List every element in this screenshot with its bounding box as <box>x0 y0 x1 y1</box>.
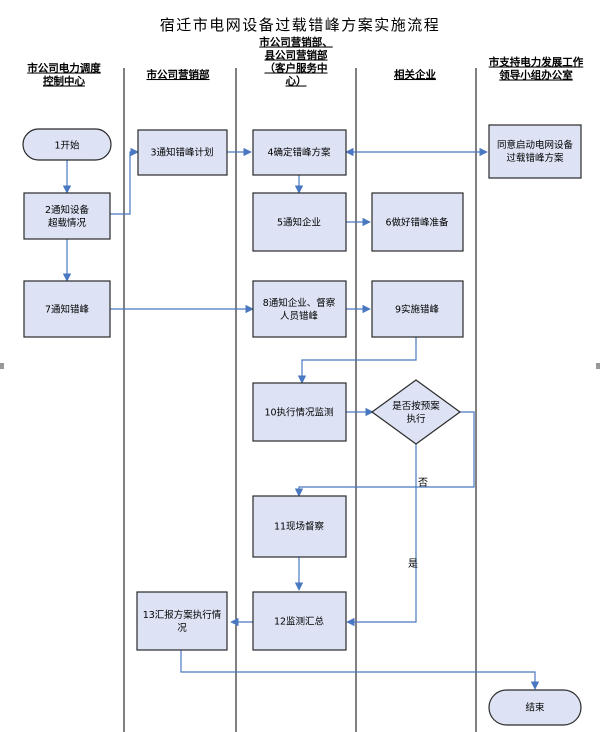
node-notify-enterprise <box>252 192 347 252</box>
edge-marker-left <box>0 363 4 369</box>
lane-header-line: 市公司营销部、 <box>259 36 333 49</box>
lane-header-line: 市公司营销部 <box>147 68 210 81</box>
lane-header-line: 相关企业 <box>394 68 436 81</box>
node-end <box>488 689 582 726</box>
lane-header-line: 领导小组办公室 <box>499 69 573 82</box>
node-monitor-label-line: 10执行情况监测 <box>264 407 333 419</box>
node-monitor-label: 10执行情况监测 <box>264 407 333 419</box>
node-start-label: 1开始 <box>54 140 80 152</box>
arrow-2-to-3 <box>110 147 139 215</box>
arrow-decision-no-to-11 <box>294 411 475 497</box>
node-summary-label: 12监测汇总 <box>274 616 325 628</box>
node-approve-plan-label-line: 同意启动电网设备 <box>497 139 574 151</box>
node-notify-shift-label: 7通知错峰 <box>45 304 90 316</box>
node-supervise-shift-label-line: 8通知企业、督察 <box>263 297 336 309</box>
node-decision-label: 是否按预案执行 <box>392 400 440 425</box>
node-notify-overload-label: 2通知设备超载情况 <box>45 204 90 229</box>
node-approve-plan-label-line: 过载错峰方案 <box>506 152 564 164</box>
lane-header-line: 县公司营销部 <box>265 49 328 62</box>
node-notify-plan-label-line: 3通知错峰计划 <box>150 147 213 159</box>
lane-header-city-marketing: 市公司营销部 <box>147 68 210 81</box>
node-start-label-line: 1开始 <box>54 140 80 152</box>
lane-header-support-office: 市支持电力发展工作领导小组办公室 <box>489 56 584 82</box>
node-site-inspect-label-line: 11现场督察 <box>274 521 325 533</box>
node-notify-shift <box>23 280 111 338</box>
lane-header-enterprise: 相关企业 <box>394 68 436 81</box>
connectors <box>62 147 540 690</box>
node-prepare <box>371 192 464 252</box>
diagram-title: 宿迁市电网设备过载错峰方案实施流程 <box>160 16 441 34</box>
node-prepare-label-line: 6做好错峰准备 <box>385 217 449 229</box>
node-notify-enterprise-label: 5通知企业 <box>277 217 321 229</box>
node-notify-overload-label-line: 超载情况 <box>48 217 87 229</box>
node-confirm-plan <box>252 129 347 176</box>
node-site-inspect-label: 11现场督察 <box>274 521 325 533</box>
node-report-label: 13汇报方案执行情况 <box>143 609 222 634</box>
node-execute-shift <box>371 280 464 338</box>
node-report-label-line: 况 <box>177 623 187 634</box>
label-yes: 是 <box>408 558 418 570</box>
lane-header-line: 市支持电力发展工作 <box>489 56 584 69</box>
lane-header-line: （客户服务中 <box>265 62 328 75</box>
node-site-inspect <box>252 495 347 558</box>
arrow-13-to-end <box>180 650 540 690</box>
node-approve-plan-label: 同意启动电网设备过载错峰方案 <box>497 139 574 164</box>
node-supervise-shift-label: 8通知企业、督察人员错峰 <box>263 297 336 322</box>
lane-header-line: 心） <box>286 75 307 88</box>
node-report-label-line: 13汇报方案执行情 <box>143 609 222 621</box>
lane-header-dispatch: 市公司电力调度控制中心 <box>27 62 101 88</box>
lane-headers: 市公司电力调度控制中心 市公司营销部 市公司营销部、县公司营销部（客户服务中心）… <box>27 36 583 88</box>
node-notify-plan-label: 3通知错峰计划 <box>150 147 213 159</box>
arrow-decision-yes-to-12 <box>346 444 417 627</box>
edge-marker-right <box>596 363 600 369</box>
lane-header-county-marketing: 市公司营销部、县公司营销部（客户服务中心） <box>259 36 333 88</box>
node-notify-overload-label-line: 2通知设备 <box>45 204 90 216</box>
lane-header-line: 市公司电力调度 <box>27 62 101 75</box>
node-notify-shift-label-line: 7通知错峰 <box>45 304 90 316</box>
node-approve-plan <box>488 124 582 179</box>
lane-header-line: 控制中心 <box>43 75 85 88</box>
node-notify-overload <box>23 192 111 240</box>
node-decision-label-line: 是否按预案 <box>392 400 440 412</box>
node-notify-enterprise-label-line: 5通知企业 <box>277 217 321 229</box>
node-report <box>136 591 228 651</box>
node-decision <box>370 379 462 445</box>
node-summary <box>252 591 347 651</box>
node-monitor <box>252 382 347 442</box>
node-labels: 1开始 2通知设备超载情况 3通知错峰计划 4确定错峰方案 同意启动电网设备过载… <box>45 139 574 714</box>
label-no: 否 <box>418 477 428 489</box>
node-end-label-line: 结束 <box>525 702 545 714</box>
node-confirm-plan-label-line: 4确定错峰方案 <box>267 147 331 159</box>
node-summary-label-line: 12监测汇总 <box>274 616 325 628</box>
node-execute-shift-label: 9实施错峰 <box>395 304 440 316</box>
node-execute-shift-label-line: 9实施错峰 <box>395 304 440 316</box>
node-decision-label-line: 执行 <box>406 413 426 425</box>
node-confirm-plan-label: 4确定错峰方案 <box>267 147 331 159</box>
node-prepare-label: 6做好错峰准备 <box>385 217 449 229</box>
node-end-label: 结束 <box>525 702 545 714</box>
node-supervise-shift-label-line: 人员错峰 <box>280 310 319 322</box>
node-start <box>22 128 112 161</box>
node-supervise-shift <box>252 280 347 338</box>
nodes <box>22 124 582 726</box>
arrow-9-to-10 <box>297 337 417 384</box>
node-notify-plan <box>137 129 228 176</box>
